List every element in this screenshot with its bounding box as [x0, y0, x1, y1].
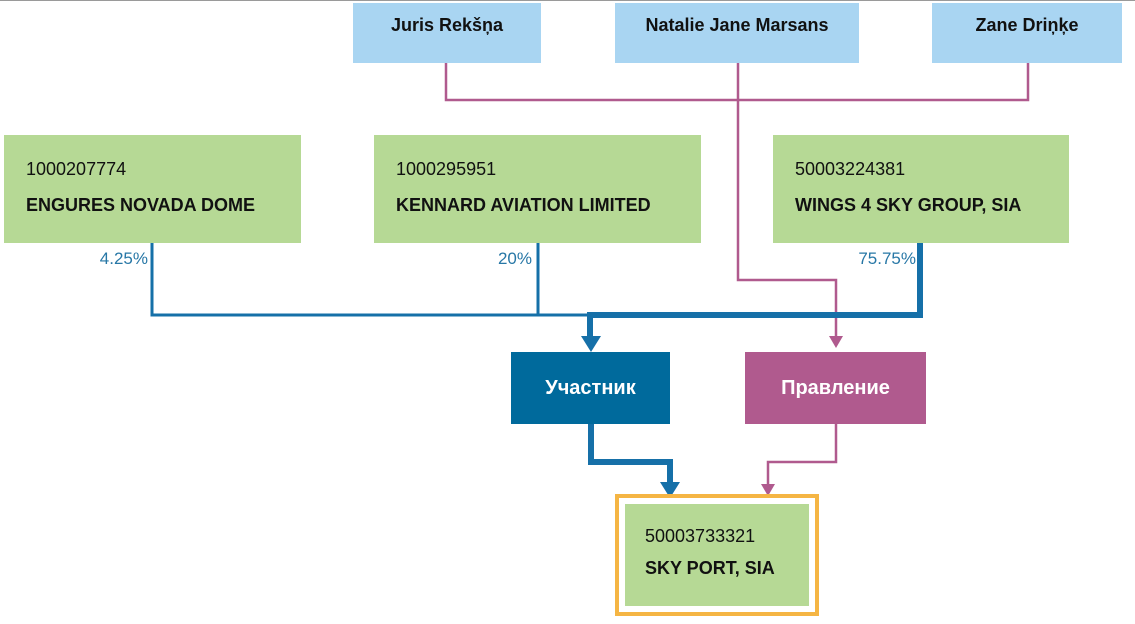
person-name: Natalie Jane Marsans [645, 15, 829, 35]
ownership-line-1 [150, 242, 592, 317]
participant-role-label: Участник [545, 376, 636, 399]
share-percent-1: 4.25% [99, 249, 148, 268]
person-box-2[interactable]: Natalie Jane Marsans [615, 3, 859, 63]
board-line-to-target [766, 424, 838, 490]
company-code: 1000295951 [396, 159, 497, 179]
company-code: 50003224381 [795, 159, 906, 179]
shareholder-box-3[interactable]: 50003224381 WINGS 4 SKY GROUP, SIA [773, 135, 1069, 243]
target-company-name: SKY PORT, SIA [645, 558, 775, 578]
ownership-line-3 [587, 241, 923, 345]
company-name: ENGURES NOVADA DOME [26, 195, 256, 215]
board-arrow-head [829, 336, 843, 348]
company-name: WINGS 4 SKY GROUP, SIA [795, 195, 1022, 215]
participant-role-box[interactable]: Участник [511, 352, 670, 424]
board-target-arrow-head [761, 484, 775, 496]
board-role-label: Правление [781, 376, 890, 399]
person-box-3[interactable]: Zane Driņķe [932, 3, 1122, 63]
target-company-fill: 50003733321 SKY PORT, SIA [625, 504, 809, 606]
target-company-box[interactable]: 50003733321 SKY PORT, SIA [615, 494, 819, 616]
share-percent-2: 20% [497, 249, 532, 268]
target-company-code: 50003733321 [645, 526, 756, 546]
person-name: Juris Rekšņa [390, 15, 504, 35]
top-border-line [0, 0, 1135, 1]
shareholder-box-1[interactable]: 1000207774 ENGURES NOVADA DOME [4, 135, 301, 243]
person-box-1[interactable]: Juris Rekšņa [353, 3, 541, 63]
person-name: Zane Driņķe [975, 15, 1079, 35]
board-role-box[interactable]: Правление [745, 352, 926, 424]
company-code: 1000207774 [26, 159, 127, 179]
participant-line-to-target [588, 421, 673, 491]
participant-target-arrow-head [660, 482, 680, 498]
share-percent-3: 75.75% [858, 249, 916, 268]
shareholder-box-2[interactable]: 1000295951 KENNARD AVIATION LIMITED [374, 135, 701, 243]
participant-arrow-head [581, 336, 601, 352]
board-line-person-2 [736, 63, 838, 342]
company-name: KENNARD AVIATION LIMITED [396, 195, 651, 215]
